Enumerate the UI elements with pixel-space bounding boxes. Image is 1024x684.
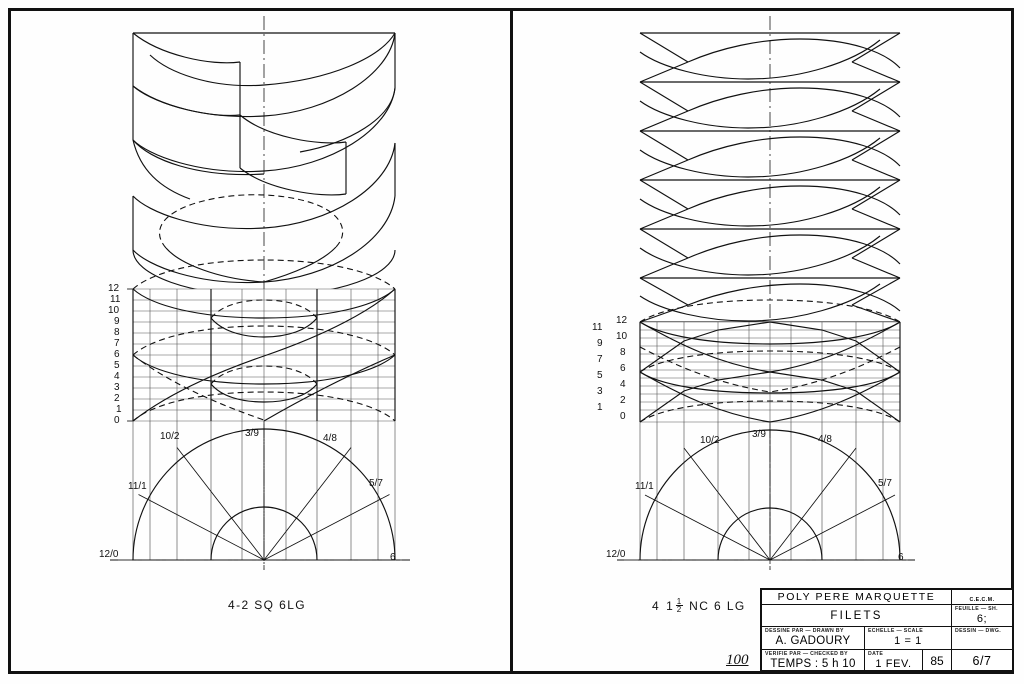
handwritten-page-number: 100	[726, 652, 749, 668]
scale-value-even: 10	[616, 331, 628, 342]
year-value: 85	[930, 654, 944, 668]
sheet-divider	[510, 11, 513, 671]
circle-label: 3/9	[245, 428, 259, 439]
circle-label: 3/9	[752, 429, 766, 440]
scale-value-even: 8	[620, 347, 626, 358]
fraction-denominator: 2	[676, 605, 683, 614]
circle-label: 12/0	[606, 549, 626, 560]
scale-value: 12	[108, 283, 120, 294]
scale-value: 2	[114, 393, 120, 404]
drawn-by-label: DESSINE PAR — DRAWN BY	[765, 628, 844, 634]
scale-value: 1	[116, 404, 122, 415]
scale-value-even: 6	[620, 363, 626, 374]
right-construction-grid	[639, 299, 901, 423]
sheet-value: 6;	[976, 613, 988, 625]
company-name: POLY PERE MARQUETTE	[777, 591, 936, 603]
fraction-numerator: 1	[676, 597, 683, 606]
scale-value: 6	[114, 349, 120, 360]
dwg-value: 6/7	[972, 654, 992, 668]
caption-fraction-whole: 1	[666, 598, 675, 613]
scale-value-odd: 9	[597, 338, 603, 349]
v-thread-helix	[639, 32, 901, 323]
left-construction-grid	[132, 259, 396, 422]
scale-label: ECHELLE — SCALE	[868, 628, 924, 634]
checked-by-label: VERIFIE PAR — CHECKED BY	[765, 651, 848, 657]
circle-label: 11/1	[128, 481, 147, 492]
left-scale-ticks	[127, 288, 133, 422]
scale-value: 8	[114, 327, 120, 338]
scale-value-odd: 11	[592, 322, 603, 333]
scale-value: 11	[110, 294, 121, 305]
right-drawing-caption: 4 1 1 2 NC 6 LG	[652, 597, 746, 614]
title-block: POLY PERE MARQUETTE C.E.C.M. FILETS FEUI…	[760, 588, 1014, 672]
date-label: DATE	[868, 651, 884, 657]
circle-label: 6	[390, 552, 396, 563]
scale-value-odd: 3	[597, 386, 603, 397]
circle-label: 11/1	[635, 481, 654, 492]
right-division-circle	[617, 429, 915, 561]
square-thread-helix	[132, 32, 396, 297]
scale-value-even: 12	[616, 315, 628, 326]
circle-label: 6	[898, 552, 904, 563]
scale-value: 0	[114, 415, 120, 426]
checked-by-value: TEMPS : 5 h 10	[770, 658, 856, 670]
circle-label: 10/2	[700, 435, 720, 446]
company-code: C.E.C.M.	[969, 597, 995, 603]
scale-value: 7	[114, 338, 120, 349]
caption-lead: 4	[652, 598, 661, 613]
scale-value-odd: 1	[597, 402, 603, 413]
drawing-title: FILETS	[830, 609, 883, 622]
scale-value: 1 = 1	[894, 635, 922, 647]
circle-label: 10/2	[160, 431, 180, 442]
date-value: 1 FEV.	[875, 658, 912, 670]
circle-label: 4/8	[818, 434, 832, 445]
circle-label: 4/8	[323, 433, 337, 444]
left-division-circle	[110, 428, 410, 561]
scale-value: 9	[114, 316, 120, 327]
dwg-label: DESSIN — DWG.	[955, 628, 1002, 634]
scale-value-even: 4	[620, 379, 626, 390]
circle-label: 5/7	[369, 478, 383, 489]
sheet-border	[8, 8, 1014, 674]
scale-value: 10	[108, 305, 120, 316]
scale-value-odd: 7	[597, 354, 603, 365]
scale-value: 4	[114, 371, 120, 382]
scale-value-even: 0	[620, 411, 626, 422]
right-projection-lines	[639, 422, 901, 570]
left-drawing-caption: 4-2 SQ 6LG	[228, 598, 307, 612]
caption-tail: NC 6 LG	[689, 598, 746, 613]
caption-fraction: 1 2	[676, 597, 684, 614]
drawn-by-value: A. GADOURY	[775, 635, 851, 647]
scale-value-odd: 5	[597, 370, 603, 381]
scale-value: 3	[114, 382, 120, 393]
scale-value-even: 2	[620, 395, 626, 406]
circle-label: 5/7	[878, 478, 892, 489]
sheet-label: FEUILLE — SH.	[955, 606, 998, 612]
circle-label: 12/0	[99, 549, 119, 560]
scale-value: 5	[114, 360, 120, 371]
